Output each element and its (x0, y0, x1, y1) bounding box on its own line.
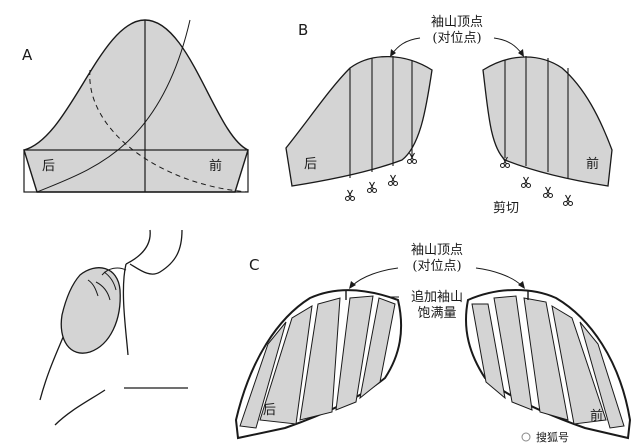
added-line1: 追加袖山 (411, 289, 463, 305)
watermark-logo-icon (521, 432, 531, 442)
callout-b-arrow-left (391, 37, 421, 55)
drape-fold (87, 279, 99, 297)
panel-b-label: B (298, 21, 308, 39)
back-label-c: 后 (263, 403, 276, 418)
drape-fold (103, 271, 117, 291)
watermark-text: 搜狐号 (536, 430, 569, 443)
back-seam-curve (36, 19, 191, 193)
slash-wedge (551, 304, 607, 425)
panel-b: B 袖山顶点 (对位点) 后 前 剪切 (285, 15, 613, 216)
front-label-b: 前 (586, 156, 599, 172)
arm-outline (54, 389, 106, 426)
drape-fold (95, 281, 111, 301)
sleeve-cap-shape (23, 19, 249, 193)
slash-wedge (493, 295, 533, 411)
slash-wedge (579, 321, 625, 429)
scissors-icon (387, 174, 399, 187)
back-sleeve-piece (285, 55, 433, 187)
slash-wedge (359, 297, 396, 400)
sleeve-drape[interactable] (60, 267, 121, 354)
back-label-a: 后 (42, 159, 55, 174)
scissors-icon (520, 176, 532, 189)
slash-wedge (471, 303, 506, 400)
front-label-c: 前 (590, 408, 603, 424)
panel-a: A 后 前 (22, 19, 249, 193)
scissors-icon (542, 186, 554, 199)
slash-wedge (335, 295, 374, 411)
arrowhead-icon (390, 49, 396, 57)
neck-outline (129, 229, 183, 275)
callout-b-line2: (对位点) (432, 31, 481, 46)
back-label-b: 后 (304, 157, 317, 172)
sleeve-frame (23, 149, 249, 193)
scissors-icon (344, 189, 356, 202)
front-seam-dashed (89, 69, 249, 193)
slash-wedge (523, 297, 569, 421)
hand-outline (101, 267, 127, 276)
panel-a-label: A (22, 46, 33, 64)
slash-wedge (299, 297, 341, 421)
panel-c: C 袖山顶点 (对位点) 追加袖山 饱满量 后 前 (234, 243, 632, 440)
scissors-icon (366, 181, 378, 194)
panel-c-label: C (249, 256, 259, 274)
figure-illustration (39, 229, 188, 426)
slash-wedge (239, 321, 287, 429)
arrowhead-icon (349, 281, 356, 289)
callout-b-line1: 袖山顶点 (431, 15, 483, 30)
neck-outline (125, 229, 151, 265)
arrowhead-icon (518, 49, 524, 57)
arrowhead-icon (518, 281, 525, 289)
callout-c-line2: (对位点) (412, 259, 461, 274)
body-outline (122, 263, 129, 356)
slash-wedge (259, 305, 313, 425)
callout-c-line1: 袖山顶点 (411, 243, 463, 258)
front-label-a: 前 (209, 158, 222, 174)
callout-c-arrow-left (351, 267, 399, 287)
watermark: 搜狐号 (521, 430, 569, 443)
cut-label: 剪切 (493, 200, 519, 216)
scissors-icon (562, 194, 574, 207)
callout-b-arrow-right (493, 37, 523, 55)
arm-outline (39, 329, 67, 401)
added-line2: 饱满量 (417, 306, 456, 321)
callout-c-arrow-right (475, 267, 523, 287)
